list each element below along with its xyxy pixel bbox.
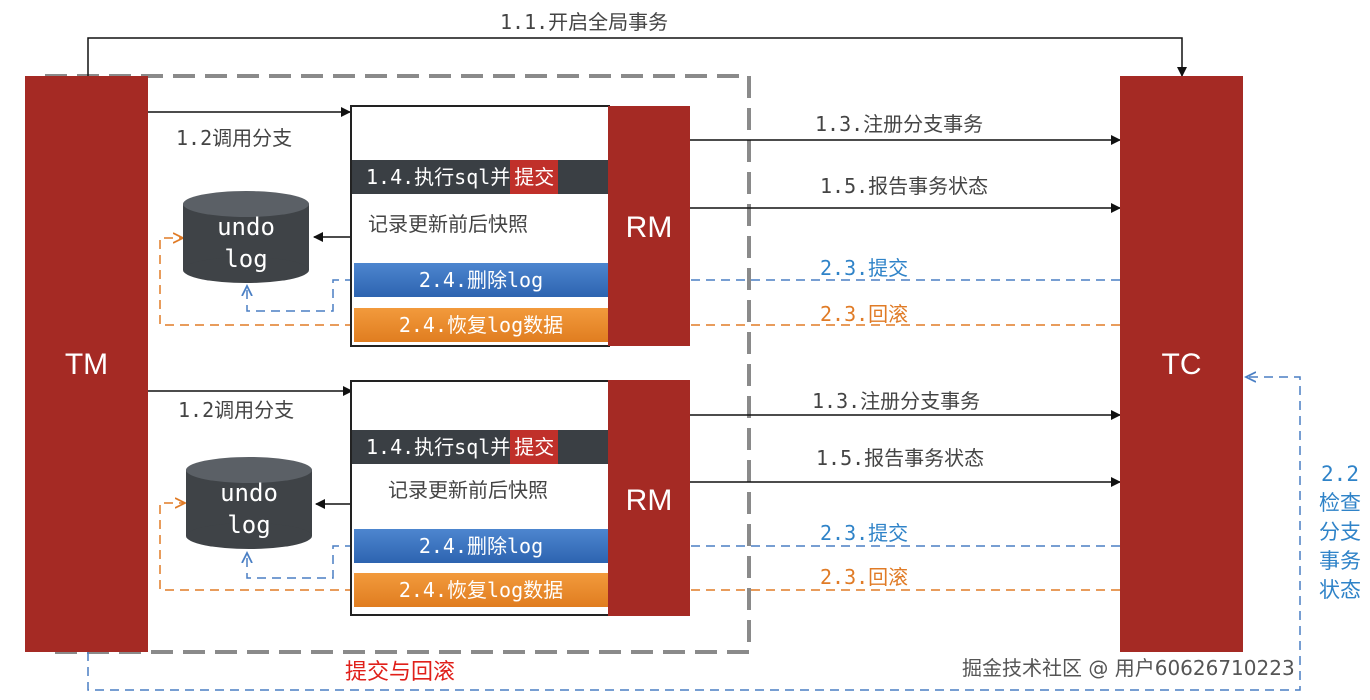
log-text-top: log bbox=[224, 245, 268, 273]
report-status-label-bottom: 1.5.报告事务状态 bbox=[816, 446, 985, 470]
branch-box-top bbox=[350, 105, 610, 347]
register-branch-label-bottom: 1.3.注册分支事务 bbox=[812, 389, 981, 413]
exec-sql-bar-bottom: 1.4.执行sql并提交 bbox=[352, 430, 608, 464]
rm-label-top: RM bbox=[625, 211, 673, 244]
call-branch-label-top: 1.2调用分支 bbox=[176, 126, 293, 150]
restore-log-bar-top: 2.4.恢复log数据 bbox=[354, 308, 608, 342]
restore-log-bar-bottom: 2.4.恢复log数据 bbox=[354, 573, 608, 607]
undo-log-cylinder-bottom bbox=[186, 457, 312, 549]
arrow-check-status bbox=[87, 377, 1301, 691]
record-snapshot-label-top: 记录更新前后快照 bbox=[368, 212, 528, 236]
exec-sql-text-bottom: 1.4.执行sql并 bbox=[366, 435, 511, 459]
arrow-delete-to-undo-bottom bbox=[247, 545, 354, 579]
begin-global-label: 1.1.开启全局事务 bbox=[500, 10, 669, 34]
delete-log-bar-bottom: 2.4.删除log bbox=[354, 529, 608, 563]
check-status-label: 2.2 检查 分支 事务 状态 bbox=[1312, 460, 1368, 605]
call-branch-label-bottom: 1.2调用分支 bbox=[178, 398, 295, 422]
exec-sql-text-top: 1.4.执行sql并 bbox=[366, 165, 511, 189]
register-branch-label-top: 1.3.注册分支事务 bbox=[815, 112, 984, 136]
arrow-restore-to-undo-top bbox=[159, 238, 354, 326]
delete-log-bar-top: 2.4.删除log bbox=[354, 263, 608, 297]
check-status-line-3: 分支 bbox=[1319, 520, 1361, 544]
tm-node: TM bbox=[25, 76, 148, 652]
exec-sql-bar-top: 1.4.执行sql并提交 bbox=[352, 160, 608, 194]
record-snapshot-label-bottom: 记录更新前后快照 bbox=[388, 478, 548, 502]
tc-label: TC bbox=[1161, 348, 1202, 381]
commit-label-top: 2.3.提交 bbox=[820, 256, 909, 280]
check-status-line-1: 2.2 bbox=[1321, 462, 1359, 486]
commit-highlight-bottom: 提交 bbox=[510, 430, 559, 464]
rm-node-bottom: RM bbox=[608, 380, 690, 616]
arrow-begin-global bbox=[87, 37, 1187, 78]
undo-text-top: undo bbox=[217, 213, 275, 241]
caption: 提交与回滚 bbox=[345, 660, 456, 685]
arrow-delete-to-undo-top bbox=[247, 279, 354, 312]
undo-log-cylinder-top bbox=[183, 191, 309, 283]
rollback-label-top: 2.3.回滚 bbox=[820, 302, 909, 326]
commit-label-bottom: 2.3.提交 bbox=[820, 521, 909, 545]
rm-label-bottom: RM bbox=[625, 484, 673, 517]
tm-label: TM bbox=[64, 348, 109, 381]
arrow-restore-to-undo-bottom bbox=[159, 503, 354, 591]
undo-text-bottom: undo bbox=[220, 479, 278, 507]
check-status-line-5: 状态 bbox=[1319, 578, 1361, 602]
check-status-line-2: 检查 bbox=[1319, 491, 1361, 515]
tc-node: TC bbox=[1120, 76, 1243, 652]
rollback-label-bottom: 2.3.回滚 bbox=[820, 565, 909, 589]
commit-highlight-top: 提交 bbox=[510, 160, 559, 194]
check-status-line-4: 事务 bbox=[1319, 549, 1361, 573]
log-text-bottom: log bbox=[227, 511, 271, 539]
watermark: 掘金技术社区 @ 用户60626710223 bbox=[962, 656, 1295, 680]
rm-node-top: RM bbox=[608, 106, 690, 346]
report-status-label-top: 1.5.报告事务状态 bbox=[820, 174, 989, 198]
